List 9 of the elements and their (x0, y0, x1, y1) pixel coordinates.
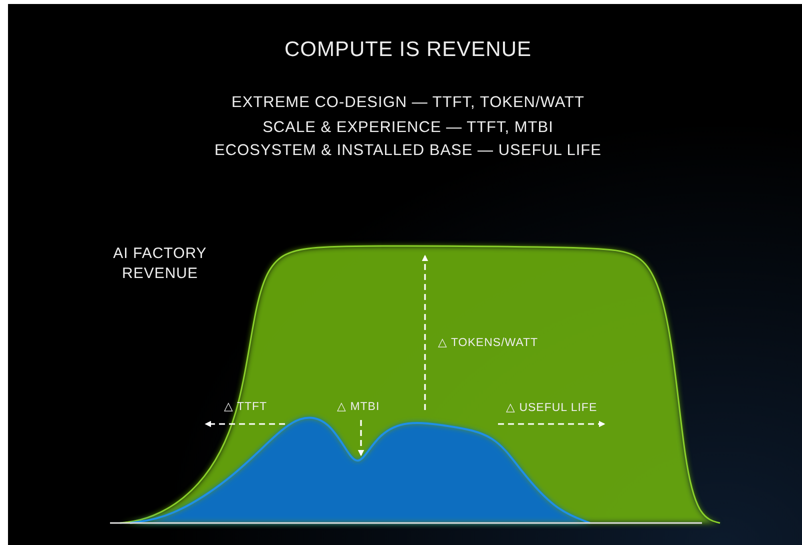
annotation-label: △ TOKENS/WATT (438, 336, 538, 349)
subtitle-line: ECOSYSTEM & INSTALLED BASE — USEFUL LIFE (214, 142, 602, 160)
title: COMPUTE IS REVENUE (283, 38, 533, 62)
axis-label: AI FACTORY REVENUE (112, 244, 208, 284)
subtitle-line: EXTREME CO-DESIGN — TTFT, TOKEN/WATT (230, 94, 586, 112)
annotation-label: △ TTFT (224, 400, 268, 413)
annotation-label: △ MTBI (337, 400, 380, 413)
annotation-label: △ USEFUL LIFE (506, 401, 598, 414)
subtitle-line: SCALE & EXPERIENCE — TTFT, MTBI (262, 119, 554, 137)
